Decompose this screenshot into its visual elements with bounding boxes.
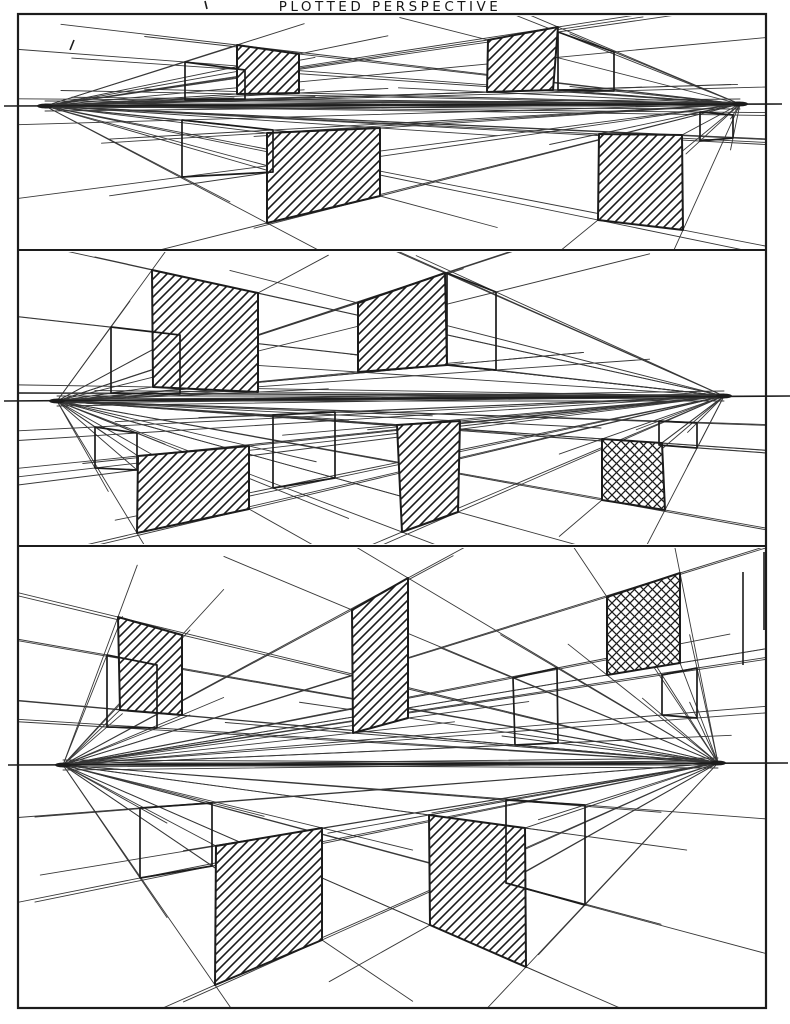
box-face-hatched: [151, 269, 259, 393]
horizon-line: [3, 395, 790, 402]
box-face-outline: [106, 654, 158, 729]
box-face-hatched: [351, 577, 409, 734]
box-face-outline: [184, 61, 246, 101]
box-face-outline: [661, 667, 698, 719]
box-face-hatched: [486, 26, 559, 93]
box-face-hatched: [601, 438, 666, 511]
vanishing-point: [710, 760, 726, 766]
vanishing-point: [49, 398, 65, 404]
stray-mark: [69, 39, 75, 51]
page-title: PLOTTED PERSPECTIVE: [279, 0, 502, 15]
border-frame: [16, 12, 768, 1010]
box-face-outline: [94, 426, 138, 471]
box-face-hatched: [606, 572, 681, 676]
box-face-outline: [699, 111, 734, 142]
box-face-outline: [658, 420, 698, 449]
vanishing-point: [716, 393, 732, 399]
box-face-outline: [181, 119, 274, 178]
box-face-outline: [110, 326, 181, 395]
box-face-outline: [446, 272, 497, 371]
horizon-line: [7, 762, 789, 766]
box-face-outline: [139, 802, 213, 879]
box-face-outline: [557, 31, 615, 92]
construction-rays: [18, 252, 766, 544]
horizon-line: [3, 103, 783, 107]
box-face-outline: [512, 667, 559, 746]
box-face-outline: [272, 411, 336, 489]
box-face-hatched: [214, 827, 323, 986]
box-face-hatched: [396, 420, 461, 533]
box-face-hatched: [428, 814, 527, 968]
box-face-hatched: [266, 127, 381, 224]
box-face-hatched: [597, 133, 684, 231]
box-face-hatched: [236, 44, 300, 95]
stray-mark: [204, 0, 208, 10]
panel-bottom: [18, 548, 766, 1008]
panel-top: [18, 16, 766, 249]
construction-rays: [18, 16, 766, 249]
panel-middle: [18, 252, 766, 544]
box-face-hatched: [136, 445, 250, 534]
box-face-hatched: [357, 272, 448, 373]
box-face-outline: [505, 799, 586, 906]
vanishing-point: [55, 762, 71, 768]
vanishing-point: [37, 103, 53, 109]
vanishing-point: [732, 101, 748, 107]
box-face-hatched: [117, 616, 183, 716]
